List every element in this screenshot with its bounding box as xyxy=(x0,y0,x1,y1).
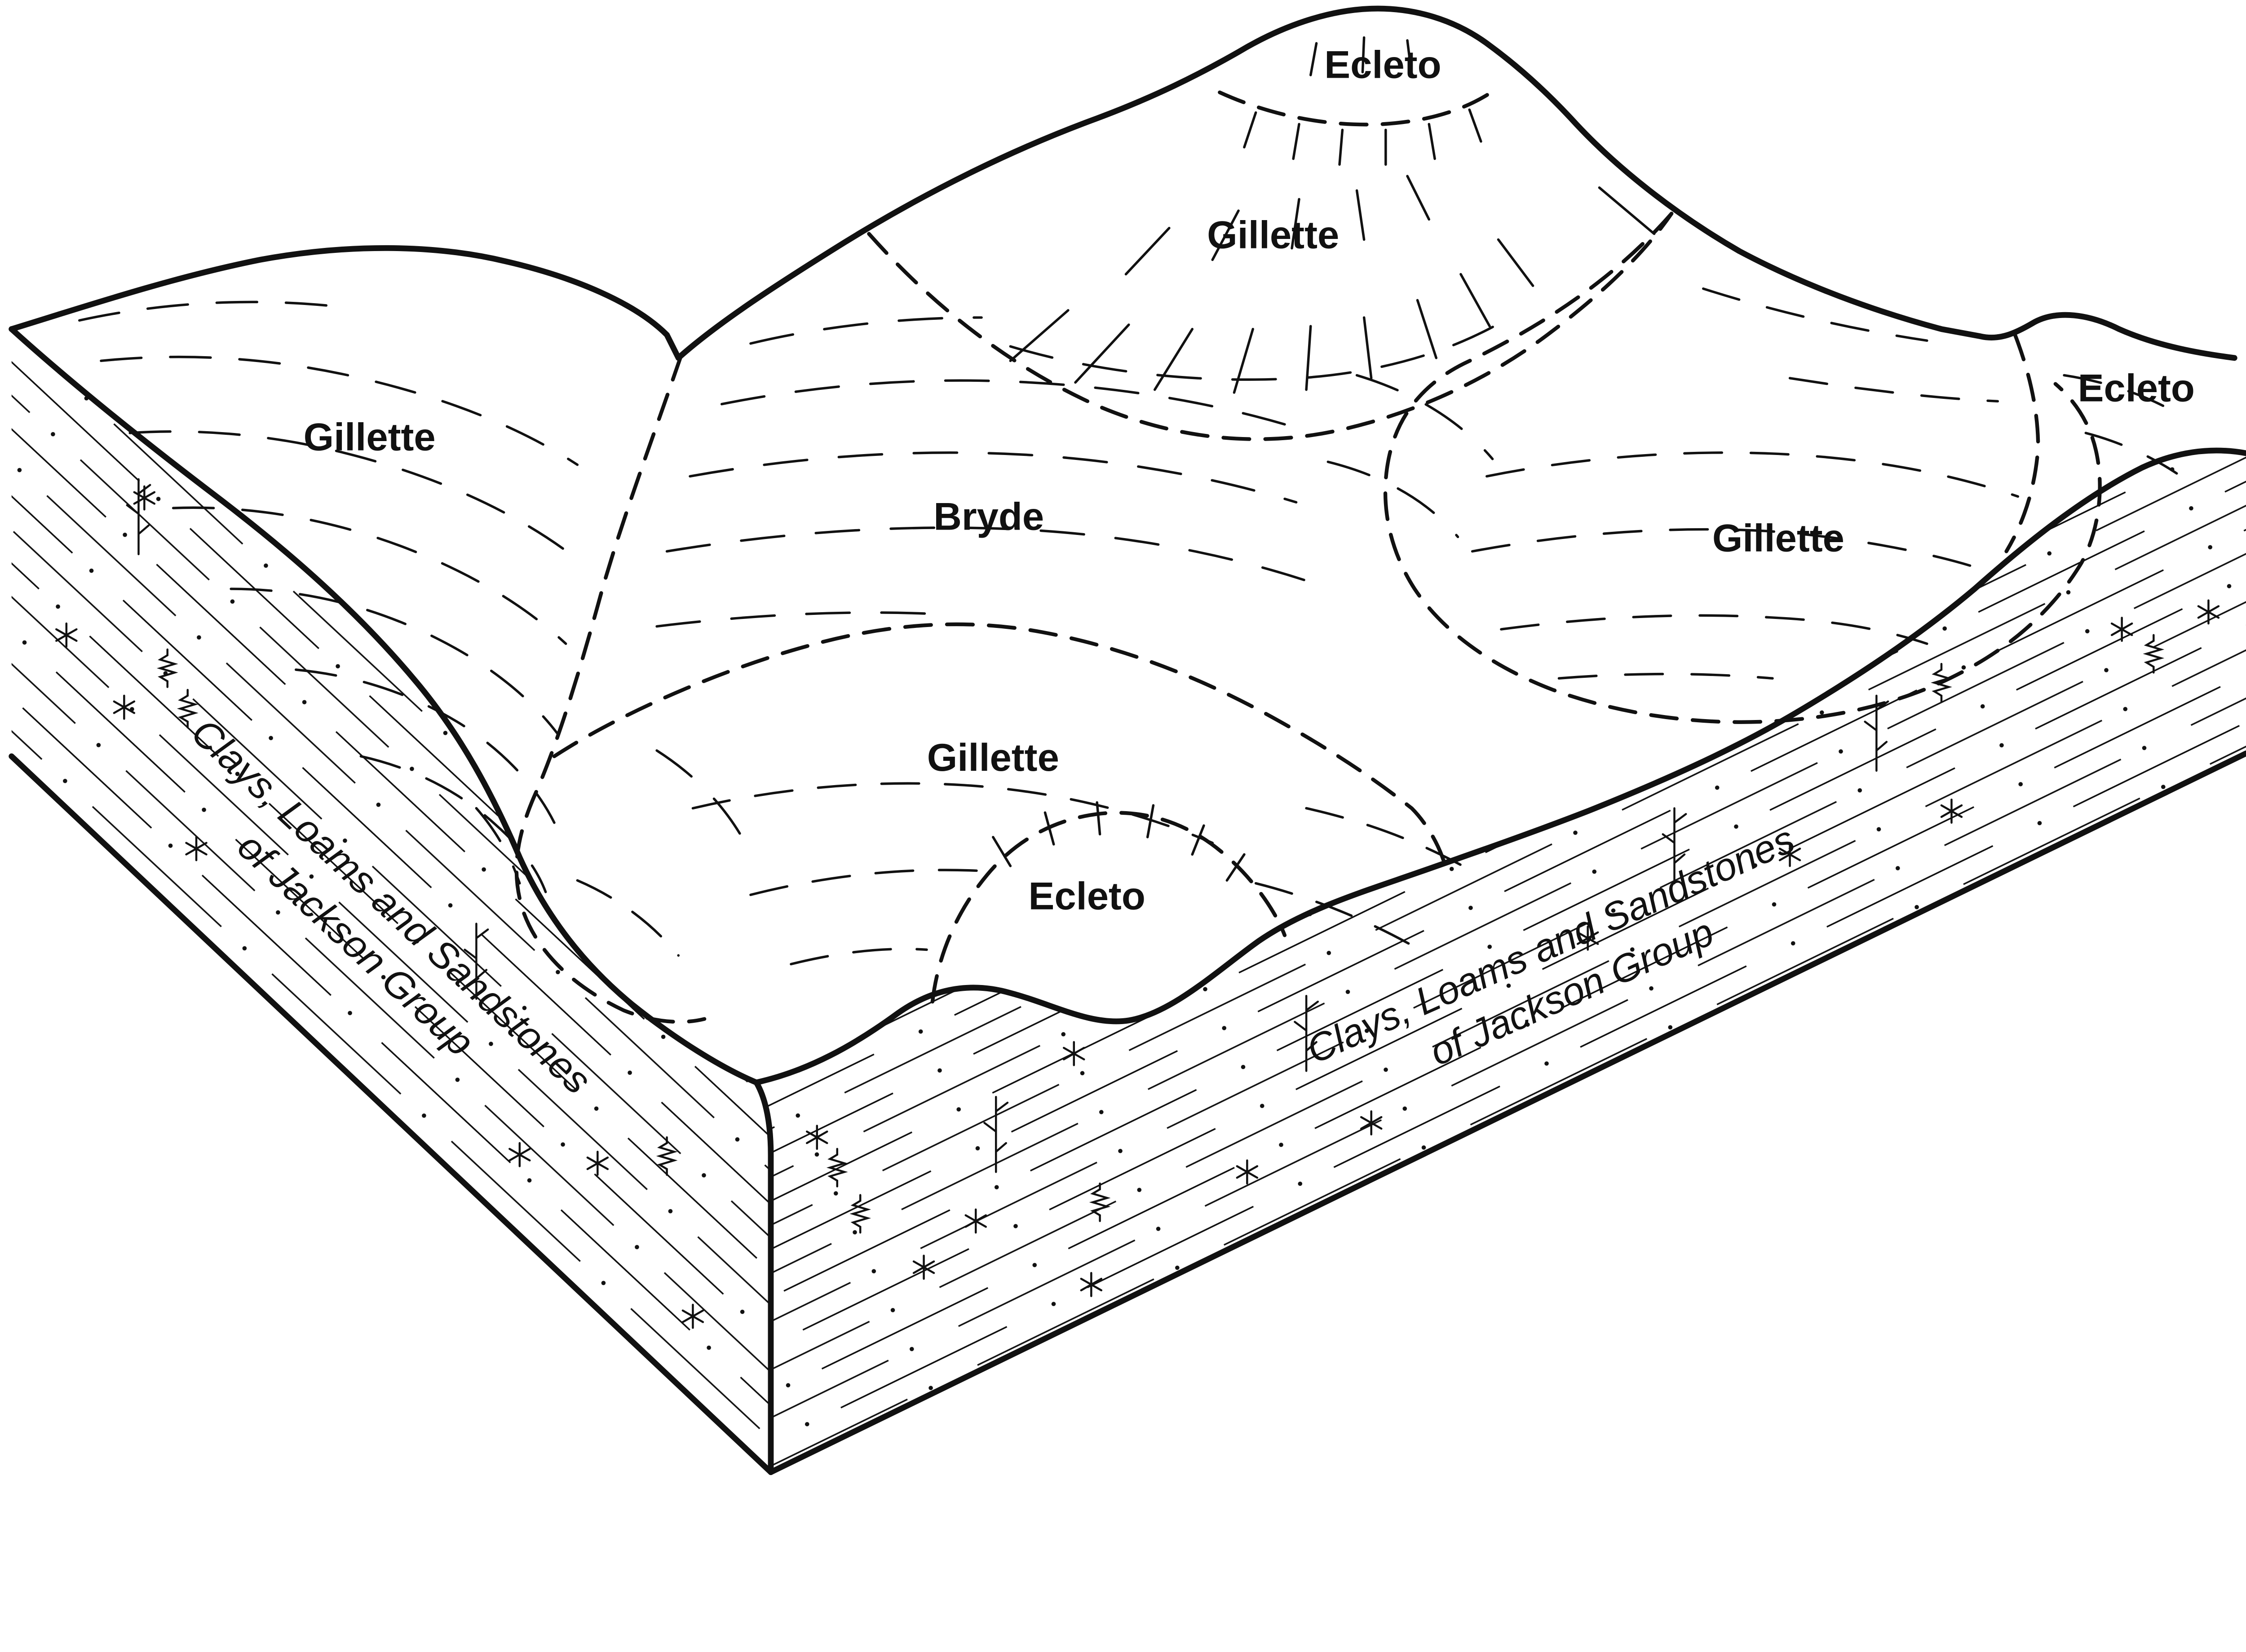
edge-front-right-cut xyxy=(753,447,2246,1086)
boundary-ecleto-summit xyxy=(1218,88,1498,127)
edge-bottom-left xyxy=(9,753,774,1475)
contours-bryde xyxy=(655,310,1520,839)
contours-west-gillette xyxy=(78,300,579,893)
edge-front-left-cut xyxy=(9,326,760,1086)
label-ecleto-summit: Ecleto xyxy=(1324,43,1441,87)
boundary-east-gillette xyxy=(1383,212,2102,724)
label-gillette-hill: Gillette xyxy=(1207,213,1339,257)
edge-bottom-right xyxy=(768,750,2246,1475)
contours-east-gillette xyxy=(1471,287,2178,680)
geologic-block-diagram: Clays, Loams and Sandstones of Jackson G… xyxy=(9,5,2246,1475)
hill-fall-lines xyxy=(1009,175,1656,394)
boundary-west-gillette xyxy=(514,353,707,1024)
label-bryde: Bryde xyxy=(933,495,1044,538)
label-gillette-south: Gillette xyxy=(927,736,1059,779)
summit-ticks xyxy=(1243,36,1482,166)
label-ecleto-south: Ecleto xyxy=(1028,874,1145,918)
boundary-hill-gillette xyxy=(867,212,1674,441)
boundary-south-gillette xyxy=(552,622,1446,862)
edge-skyline xyxy=(9,5,2237,361)
soil-boundaries xyxy=(514,88,2102,1024)
label-gillette-west: Gillette xyxy=(304,415,436,459)
surface-labels: Ecleto Gillette Gillette Bryde Gillette … xyxy=(304,43,2195,918)
boundary-ecleto-east xyxy=(2004,333,2040,553)
label-ecleto-east: Ecleto xyxy=(2078,366,2195,410)
left-face-hatching xyxy=(11,329,771,1472)
contours-south-gillette xyxy=(576,782,1480,966)
boundary-ecleto-south xyxy=(930,811,1287,1004)
block-edges xyxy=(9,5,2246,1475)
edge-front-corner xyxy=(753,1079,774,1475)
top-surface: Ecleto Gillette Gillette Bryde Gillette … xyxy=(78,36,2195,1024)
figure-page: Clays, Loams and Sandstones of Jackson G… xyxy=(9,5,2246,1475)
label-gillette-east: Gillette xyxy=(1712,517,1844,560)
